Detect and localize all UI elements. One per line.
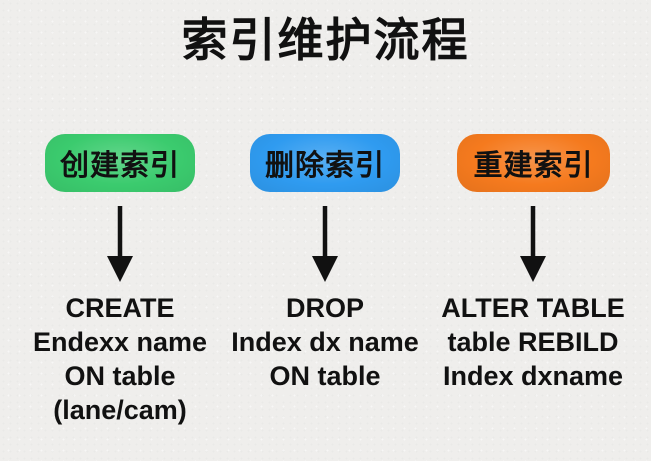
rebuild-index-pill: 重建索引 xyxy=(457,134,610,192)
command-line: ALTER TABLE xyxy=(441,293,625,323)
command-line: table REBILD xyxy=(447,327,619,357)
command-line: Index dx name xyxy=(231,327,419,357)
create-index-pill: 创建索引 xyxy=(45,134,195,192)
command-line: Endexx name xyxy=(32,327,208,357)
rebuild-index-command-text: ALTER TABLE table REBILD Index dxname xyxy=(413,291,651,393)
command-line: CREATE xyxy=(65,293,175,323)
down-arrow-icon xyxy=(107,206,133,282)
command-line: (lane/cam) xyxy=(53,395,187,425)
drop-index-pill-label: 删除索引 xyxy=(264,150,385,182)
rebuild-index-pill-label: 重建索引 xyxy=(473,150,594,182)
command-line: ON table xyxy=(64,361,176,391)
command-line: DROP xyxy=(285,293,364,323)
command-line: ON table xyxy=(269,361,381,391)
page-title: 索引维护流程 xyxy=(181,14,470,66)
down-arrow-icon xyxy=(312,206,338,282)
drop-index-command-text: DROP Index dx name ON table xyxy=(205,291,445,393)
down-arrow-icon xyxy=(520,206,546,282)
command-line: Index dxname xyxy=(442,361,624,391)
create-index-command-text: CREATE Endexx name ON table (lane/cam) xyxy=(0,291,240,427)
create-index-pill-label: 创建索引 xyxy=(59,150,180,182)
drop-index-pill: 删除索引 xyxy=(250,134,400,192)
